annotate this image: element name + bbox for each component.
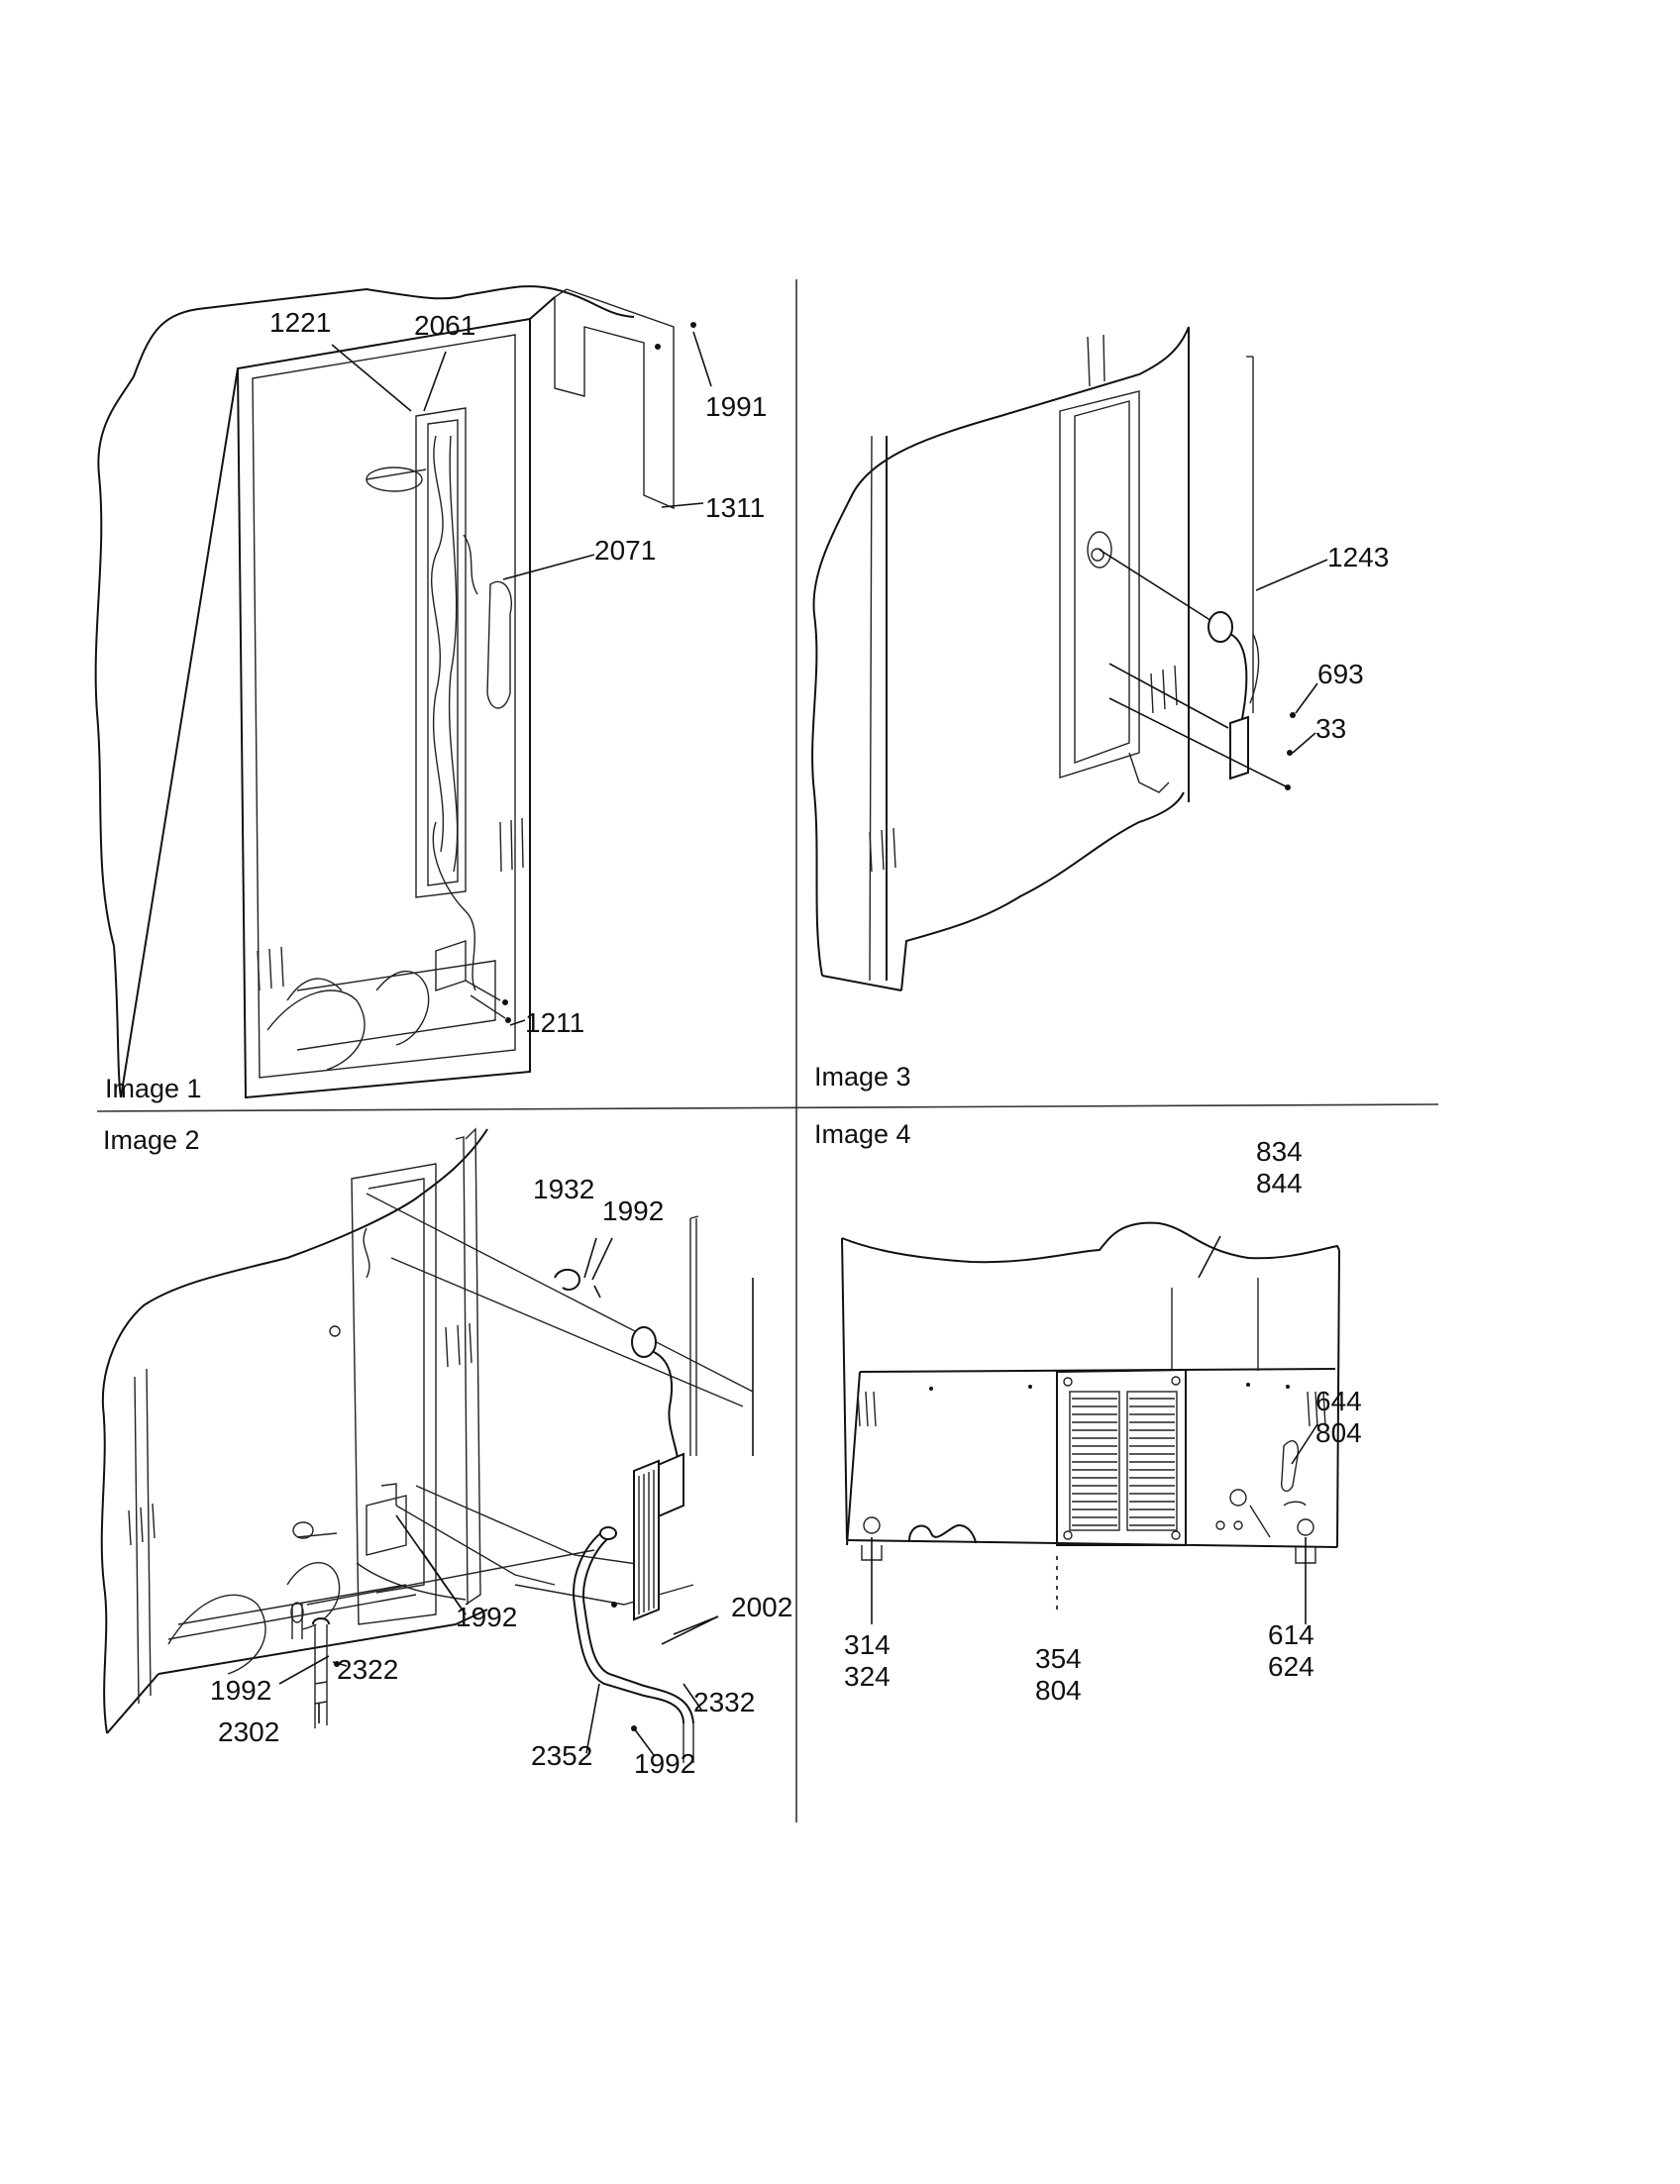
image-2-illustration [100, 1127, 754, 1763]
grille-slats-right [1129, 1398, 1175, 1526]
panel-4-labels: Image 4 834 844 644 804 314 324 354 804 … [814, 1119, 1362, 1706]
callout-1311: 1311 [705, 492, 765, 523]
callout-2352: 2352 [531, 1740, 592, 1771]
callout-2002: 2002 [731, 1592, 792, 1622]
callout-1992-bottom: 1992 [634, 1748, 695, 1779]
callout-804-bottom: 804 [1035, 1675, 1082, 1706]
callout-2071: 2071 [594, 535, 656, 566]
panel-1-labels: 1221 2061 1991 1311 2071 1211 Image 1 [105, 307, 767, 1103]
image-3-illustration [811, 326, 1328, 991]
callout-644: 644 [1315, 1386, 1362, 1416]
grille-slats-left [1072, 1398, 1117, 1526]
image-1-illustration [94, 285, 712, 1099]
callout-834: 834 [1256, 1136, 1303, 1167]
callout-1991: 1991 [705, 391, 767, 422]
callout-624: 624 [1268, 1651, 1314, 1682]
caption-image-1: Image 1 [105, 1074, 202, 1103]
callout-1243: 1243 [1327, 542, 1389, 572]
callout-693: 693 [1317, 659, 1364, 689]
callout-1221: 1221 [269, 307, 331, 338]
callout-324: 324 [844, 1661, 891, 1692]
callout-1932: 1932 [533, 1174, 594, 1204]
callout-1211: 1211 [525, 1007, 584, 1038]
callout-1992-top: 1992 [602, 1196, 664, 1226]
horizontal-divider [96, 1103, 1439, 1112]
caption-image-2: Image 2 [103, 1125, 200, 1155]
callout-804-right: 804 [1315, 1417, 1362, 1448]
image-4-illustration [841, 1221, 1340, 1624]
callout-1992-left: 1992 [210, 1675, 271, 1706]
caption-image-3: Image 3 [814, 1062, 911, 1092]
callout-614: 614 [1268, 1619, 1314, 1650]
callout-2061: 2061 [414, 310, 475, 341]
callout-2332: 2332 [693, 1687, 755, 1717]
callout-844: 844 [1256, 1168, 1303, 1198]
caption-image-4: Image 4 [814, 1119, 911, 1149]
callout-354: 354 [1035, 1643, 1082, 1674]
callout-2322: 2322 [337, 1654, 398, 1685]
callout-314: 314 [844, 1629, 891, 1660]
callout-2302: 2302 [218, 1716, 279, 1747]
callout-1992-mid: 1992 [456, 1602, 517, 1632]
panel-2-labels: Image 2 1932 1992 1992 2002 1992 2322 23… [103, 1125, 792, 1779]
callout-33: 33 [1315, 713, 1346, 744]
panel-3-labels: 1243 693 33 Image 3 [814, 542, 1389, 1092]
